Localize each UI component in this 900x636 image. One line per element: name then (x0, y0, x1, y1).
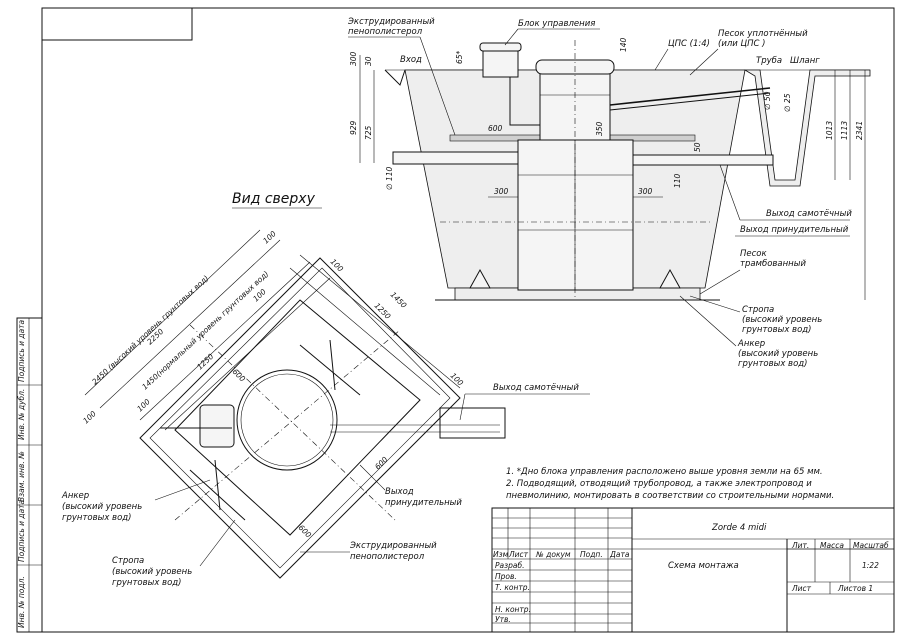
tb-product: Zorde 4 midi (711, 523, 767, 533)
top-outlet-pipe (439, 407, 506, 439)
section-view: 300 30 929 725 ∅ 110 65* 140 600 350 50 … (347, 17, 871, 369)
tb-scale: 1:22 (862, 561, 879, 570)
dim-929: 929 (349, 120, 358, 135)
tb-tkontr: Т. контр. (495, 583, 530, 592)
top-label-sling-1: Стропа (112, 556, 144, 566)
outlet-pipe (632, 154, 774, 166)
label-sand-compacted-1: Песок уплотнённый (718, 29, 808, 39)
tb-izm: Изм (493, 550, 509, 559)
note-2a: 2. Подводящий, отводящий трубопровод, а … (506, 479, 812, 489)
dim-600: 600 (488, 124, 503, 133)
side-stamp-5: Инв. № подл. (17, 576, 26, 628)
top-label-anchor-1: Анкер (61, 491, 89, 501)
label-extruded-foam-1: Экструдированный (347, 17, 435, 27)
dim-725: 725 (364, 125, 373, 140)
label-outlet-gravity: Выход самотёчный (766, 209, 852, 219)
title-block: Изм Лист № докум Подп. Дата Разраб. Пров… (491, 507, 895, 633)
inlet-pipe (392, 151, 519, 165)
tb-lit: Лит. (791, 541, 809, 550)
tb-utv: Утв. (495, 615, 511, 624)
tank-body (517, 139, 634, 291)
control-block (482, 46, 519, 78)
tb-sheets: Листов 1 (837, 584, 873, 593)
top-label-sling-2: (высокий уровень (112, 567, 192, 577)
side-stamp-2: Инв. № дубл. (17, 389, 26, 440)
tb-razrab: Разраб. (495, 561, 524, 570)
tb-doc: Схема монтажа (668, 561, 739, 571)
dim-2450: 2450 (высокий уровень грунтовых вод) (90, 273, 210, 386)
label-sand-rammed-1: Песок (740, 249, 767, 259)
dim-100f: 100 (449, 371, 466, 388)
dim-600b: 600 (373, 455, 390, 472)
side-stamp: Подпись и дата Инв. № дубл. Взам. инв. №… (16, 317, 43, 633)
note-2b: пневмолинию, монтировать в соответствии … (506, 491, 834, 501)
notes: 1. *Дно блока управления расположено выш… (506, 467, 834, 501)
dim-phi25: ∅ 25 (783, 93, 792, 112)
note-1: 1. *Дно блока управления расположено выш… (506, 467, 823, 477)
dim-1013: 1013 (825, 121, 834, 140)
label-anchor-3: грунтовых вод) (738, 359, 807, 369)
label-hose: Шланг (790, 56, 820, 66)
dim-30: 30 (364, 56, 373, 66)
side-stamp-3: Взам. инв. № (17, 451, 26, 502)
dim-300c: 300 (638, 187, 653, 196)
dim-140: 140 (619, 37, 628, 52)
dim-1113: 1113 (840, 121, 849, 140)
label-outlet-forced: Выход принудительный (740, 225, 849, 235)
dim-1250: 1250 (195, 352, 215, 372)
label-extruded-foam-2: пенополистерол (348, 27, 423, 37)
top-label-anchor-3: грунтовых вод) (62, 513, 131, 523)
dim-300b: 300 (494, 187, 509, 196)
side-stamp-1: Подпись и дата (17, 319, 26, 382)
label-control-block: Блок управления (518, 19, 595, 29)
dim-600a: 600 (231, 367, 248, 384)
dim-2341: 2341 (855, 121, 864, 140)
label-anchor-1: Анкер (737, 339, 765, 349)
tank-circle (236, 369, 338, 471)
dim-110: 110 (673, 173, 682, 188)
tb-massa: Масса (820, 541, 844, 550)
dim-100e: 100 (329, 257, 346, 274)
tb-masshtab: Масштаб (853, 541, 889, 550)
dim-350: 350 (595, 121, 604, 136)
top-label-sling-3: грунтовых вод) (112, 578, 181, 588)
label-cps: ЦПС (1:4) (668, 39, 710, 49)
dim-phi110: ∅ 110 (385, 167, 394, 190)
top-label-foam-1: Экструдированный (349, 541, 437, 551)
dim-65: 65* (455, 50, 464, 64)
label-anchor-2: (высокий уровень (738, 349, 818, 359)
label-sling-2: (высокий уровень (742, 315, 822, 325)
tb-list: Лист (508, 550, 529, 559)
label-sling-3: грунтовых вод) (742, 325, 811, 335)
top-label-foam-2: пенополистерол (350, 552, 425, 562)
label-inlet: Вход (400, 55, 422, 65)
tb-nkontr: Н. контр. (495, 605, 531, 614)
inner-footprint (174, 299, 421, 536)
top-control-block (199, 404, 235, 448)
top-left-stamp (41, 7, 193, 41)
top-label-outlet-forced-1: Выход (385, 487, 414, 497)
tb-podp: Подп. (580, 550, 603, 559)
dim-50: 50 (693, 142, 702, 152)
label-pipe: Труба (756, 56, 782, 66)
top-view-title: Вид сверху (232, 191, 316, 207)
dim-100c: 100 (261, 229, 278, 246)
side-stamp-4: Подпись и дата (17, 499, 26, 562)
label-sand-compacted-2: (или ЦПС ) (718, 39, 765, 49)
top-label-outlet-forced-2: принудительный (385, 498, 462, 508)
top-label-outlet-gravity: Выход самотёчный (493, 383, 579, 393)
dim-100a: 100 (81, 409, 98, 426)
top-label-anchor-2: (высокий уровень (62, 502, 142, 512)
label-sling-1: Стропа (742, 305, 774, 315)
dim-phi50: ∅ 50 (763, 91, 772, 110)
tb-sheet: Лист (791, 584, 812, 593)
tb-data: Дата (609, 550, 630, 559)
dim-1450: 1450 (389, 290, 409, 310)
tb-prov: Пров. (495, 572, 517, 581)
label-sand-rammed-2: трамбованный (740, 259, 806, 269)
tb-ndoc: № докум (535, 550, 571, 559)
outer-footprint (139, 257, 461, 579)
dim-300: 300 (349, 51, 358, 66)
